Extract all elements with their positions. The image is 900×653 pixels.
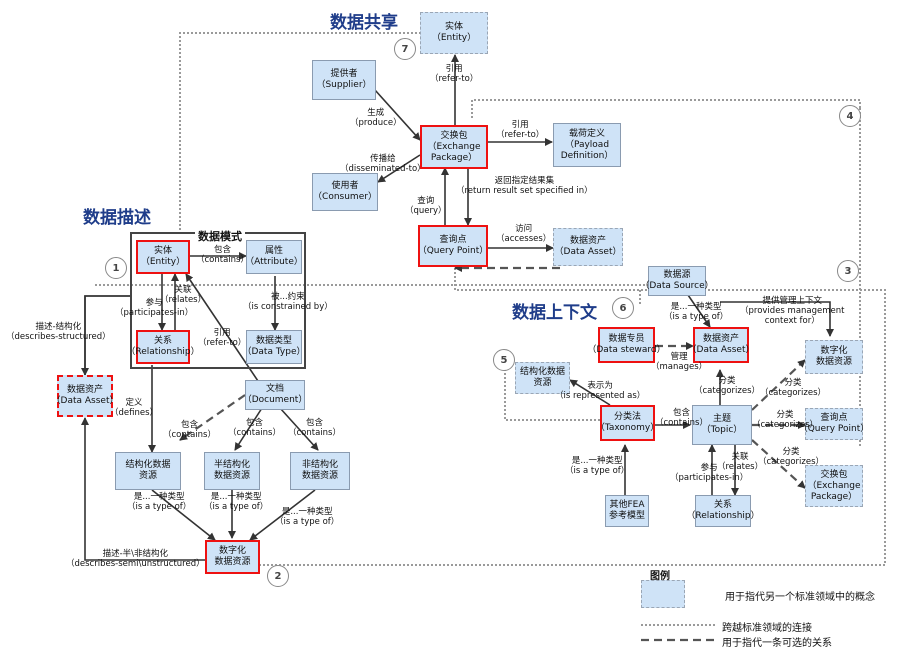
node-entity-top[interactable]: 实体（Entity） xyxy=(420,12,488,54)
marker-circle-2: 2 xyxy=(267,565,289,587)
label-contains-doc3: 包含（contains） xyxy=(288,418,341,438)
label-participates: 参与（participates-in） xyxy=(115,298,194,318)
node-data-type[interactable]: 数据类型（Data Type） xyxy=(242,330,306,364)
legend-concept-swatch xyxy=(641,580,685,608)
node-semi-structured[interactable]: 半结构化数据资源 xyxy=(204,452,260,490)
label-categorizes-1: 分类（categorizes） xyxy=(760,378,827,398)
legend-title: 图例 xyxy=(650,571,670,582)
label-type-of-ds: 是...一种类型（is a type of） xyxy=(664,302,729,322)
node-topic[interactable]: 主题（Topic） xyxy=(692,405,752,445)
node-data-asset-left[interactable]: 数据资产（Data Asset） xyxy=(52,375,118,417)
label-categorizes-3: 分类（categorizes） xyxy=(758,447,825,467)
edge-doc-entity xyxy=(185,273,261,385)
label-refer-to-doc: 引用（refer-to） xyxy=(198,328,247,348)
label-contains-attr: 包含（contains） xyxy=(196,245,249,265)
label-type-of-2: 是...一种类型（is a type of） xyxy=(204,492,269,512)
node-data-steward[interactable]: 数据专员（Data steward） xyxy=(587,327,666,363)
label-refer-to-payload: 引用（refer-to） xyxy=(496,120,545,140)
label-query: 查询（query） xyxy=(405,196,447,216)
node-unstructured[interactable]: 非结构化数据资源 xyxy=(290,452,350,490)
node-relationship-context[interactable]: 关系（Relationship） xyxy=(686,495,760,527)
edge-struct-digital xyxy=(151,489,216,541)
label-type-of-fea: 是...一种类型（is a type of） xyxy=(565,456,630,476)
node-data-asset-share[interactable]: 数据资产（Data Asset） xyxy=(553,228,623,266)
node-digital-resource-right[interactable]: 数字化数据资源 xyxy=(805,340,863,374)
data-schema-title: 数据模式 xyxy=(195,228,245,244)
label-contains-doc2: 包含（contains） xyxy=(228,418,281,438)
node-consumer[interactable]: 使用者（Consumer） xyxy=(312,173,378,211)
marker-circle-5: 5 xyxy=(493,349,515,371)
node-supplier[interactable]: 提供者（Supplier） xyxy=(312,60,376,100)
node-taxonomy[interactable]: 分类法（Taxonomy） xyxy=(596,405,659,441)
marker-circle-6: 6 xyxy=(612,297,634,319)
header-sharing: 数据共享 xyxy=(330,13,398,33)
label-refer-to-top: 引用（refer-to） xyxy=(430,64,479,84)
legend-optional-text: 用于指代一条可选的关系 xyxy=(722,638,832,649)
cross-link-7 xyxy=(179,32,425,230)
cross-link-qp xyxy=(454,268,700,291)
edge-doc-semi xyxy=(234,407,263,451)
node-document[interactable]: 文档（Document） xyxy=(243,380,307,410)
label-represented: 表示为（is represented as） xyxy=(555,381,646,401)
label-categorizes-2: 分类（categorizes） xyxy=(752,410,819,430)
label-defines: 定义（defines） xyxy=(110,398,159,418)
marker-circle-4: 4 xyxy=(839,105,861,127)
label-contains-doc1: 包含（contains） xyxy=(163,420,216,440)
edge-exch-consumer xyxy=(377,154,421,183)
opt-topic-exch xyxy=(751,439,806,489)
marker-circle-3: 3 xyxy=(837,260,859,282)
edge-digital-asset xyxy=(81,417,205,561)
node-structured-resource-context[interactable]: 结构化数据资源 xyxy=(515,362,570,394)
header-description: 数据描述 xyxy=(83,208,151,228)
node-digital-resource[interactable]: 数字化数据资源 xyxy=(205,540,260,574)
node-data-asset-context[interactable]: 数据资产（Data Asset） xyxy=(688,327,754,363)
cross-link-3 xyxy=(260,289,886,566)
edge-supplier-exch xyxy=(374,89,421,141)
edge-unstruct-digital xyxy=(249,489,316,541)
label-relates: 关联（relates） xyxy=(160,285,207,305)
label-describes-structured: 描述-结构化（describes-structured） xyxy=(6,322,111,342)
label-disseminated: 传播给（disseminated-to） xyxy=(340,154,426,174)
label-participates-context: 参与（participates-in） xyxy=(670,463,749,483)
edge-ds-asset xyxy=(687,294,711,328)
legend-concept-text: 用于指代另一个标准领域中的概念 xyxy=(725,592,875,603)
label-manages: 管理（manages） xyxy=(651,352,708,372)
edge-tax-structres xyxy=(569,379,611,406)
label-produce: 生成（produce） xyxy=(350,108,402,128)
label-accesses: 访问（accesses） xyxy=(496,224,552,244)
node-attribute[interactable]: 属性（Attribute） xyxy=(245,240,303,274)
node-relationship[interactable]: 关系（Relationship） xyxy=(126,330,200,364)
label-type-of-3: 是...一种类型（is a type of） xyxy=(275,507,340,527)
node-data-source[interactable]: 数据源（Data Source） xyxy=(640,266,714,296)
legend-swatches xyxy=(641,624,715,642)
node-query-point-right[interactable]: 查询点（Query Point） xyxy=(799,408,869,440)
edge-provides xyxy=(720,301,834,337)
edge-desc-left xyxy=(81,295,130,376)
label-describes-semi: 描述-半\非结构化（describes-semi\unstructured） xyxy=(66,549,205,569)
node-structured-resource[interactable]: 结构化数据资源 xyxy=(115,452,181,490)
cross-link-4 xyxy=(471,99,861,120)
label-return-result: 返回指定结果集（return result set specified in） xyxy=(456,176,593,196)
label-relates-context: 关联（relates） xyxy=(717,452,764,472)
label-type-of-1: 是...一种类型（is a type of） xyxy=(127,492,192,512)
marker-circle-7: 7 xyxy=(394,38,416,60)
node-query-point[interactable]: 查询点（Query Point） xyxy=(418,225,488,267)
legend-cross-text: 跨越标准领域的连接 xyxy=(722,623,812,634)
opt-doc-struct xyxy=(179,394,246,441)
header-context: 数据上下文 xyxy=(512,303,597,323)
label-categorizes-up: 分类（categorizes） xyxy=(694,376,761,396)
label-constrained: 被...约束（is constrained by） xyxy=(243,292,333,312)
edge-doc-unstruct xyxy=(279,407,319,451)
node-entity[interactable]: 实体（Entity） xyxy=(136,240,190,274)
label-contains-topic: 包含（contains） xyxy=(655,408,708,428)
marker-circle-1: 1 xyxy=(105,257,127,279)
